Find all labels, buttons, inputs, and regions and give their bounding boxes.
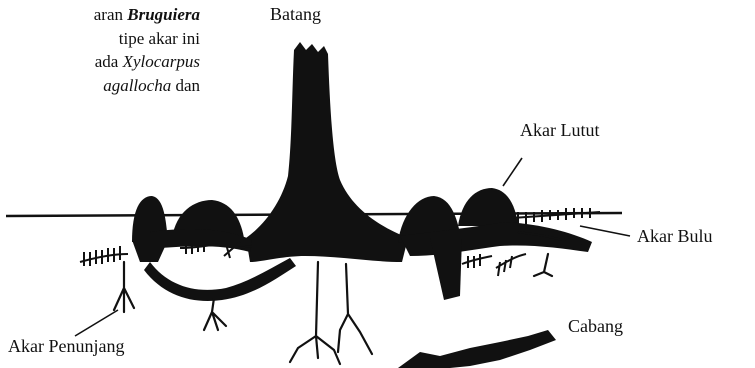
- pointer-akar-lutut: [503, 158, 522, 186]
- pointer-akar-bulu: [580, 226, 630, 236]
- root-left-descending: [132, 240, 168, 262]
- knee-root-4: [458, 188, 518, 226]
- root-curve-under: [144, 258, 296, 301]
- pointer-akar-penunjang: [75, 310, 118, 336]
- root-right-knee-body: [430, 238, 462, 300]
- trunk-batang: [246, 42, 408, 262]
- branch-cabang: [398, 330, 556, 368]
